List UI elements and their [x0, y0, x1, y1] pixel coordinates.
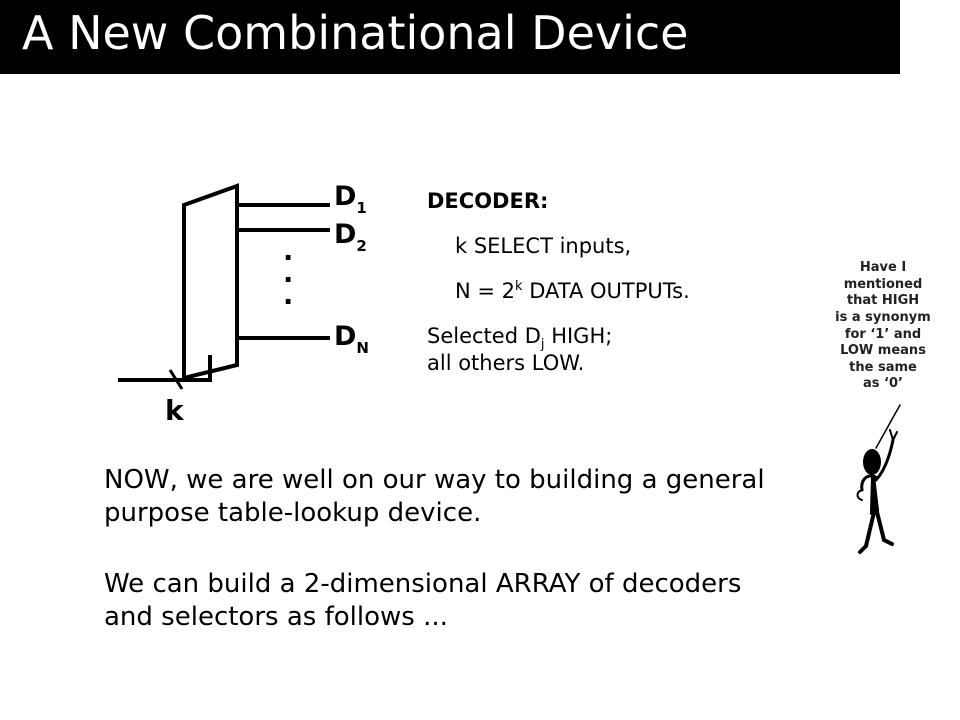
- side-note: Have I mentioned that HIGH is a synonym …: [818, 260, 948, 393]
- bus-slash: [168, 369, 184, 390]
- note-line: as ‘0’: [863, 376, 903, 392]
- decoder-body: [182, 183, 239, 381]
- decoder-line-select: k SELECT inputs,: [455, 234, 632, 258]
- output-label-dn: DN: [334, 321, 369, 357]
- body-line: purpose table-lookup device.: [104, 497, 482, 528]
- note-line: Have I: [859, 260, 907, 275]
- note-line: is a synonym: [835, 309, 931, 325]
- decoder-line-others: all others LOW.: [427, 351, 585, 375]
- ellipsis-dot: .: [283, 236, 293, 267]
- body-line: and selectors as follows ...: [104, 601, 448, 632]
- body-paragraph-1: NOW, we are well on our way to building …: [104, 464, 765, 529]
- body-line: NOW, we are well on our way to building …: [104, 465, 765, 495]
- note-line: that HIGH: [846, 293, 920, 309]
- slide-title: A New Combinational Device: [22, 6, 689, 60]
- decoder-heading: DECODER:: [427, 189, 549, 213]
- body-paragraph-2: We can build a 2-dimensional ARRAY of de…: [104, 568, 741, 633]
- note-line: mentioned: [843, 276, 923, 292]
- note-line: for ‘1’ and: [844, 326, 922, 342]
- output-label-d2: D2: [334, 219, 367, 255]
- select-input-wire: [118, 355, 212, 382]
- body-line: We can build a 2-dimensional ARRAY of de…: [104, 569, 742, 599]
- decoder-line-outputs: N = 2k DATA OUTPUTs.: [455, 279, 690, 303]
- note-line: the same: [849, 359, 917, 375]
- output-label-d1: D1: [334, 181, 367, 217]
- stick-figure-icon: [856, 404, 901, 554]
- title-bar: A New Combinational Device: [0, 0, 900, 74]
- decoder-line-selected: Selected Dj HIGH;: [427, 324, 613, 353]
- ellipsis-dot: .: [283, 258, 293, 289]
- input-label-k: k: [165, 394, 185, 427]
- note-line: LOW means: [840, 343, 926, 359]
- ellipsis-dot: .: [283, 280, 293, 311]
